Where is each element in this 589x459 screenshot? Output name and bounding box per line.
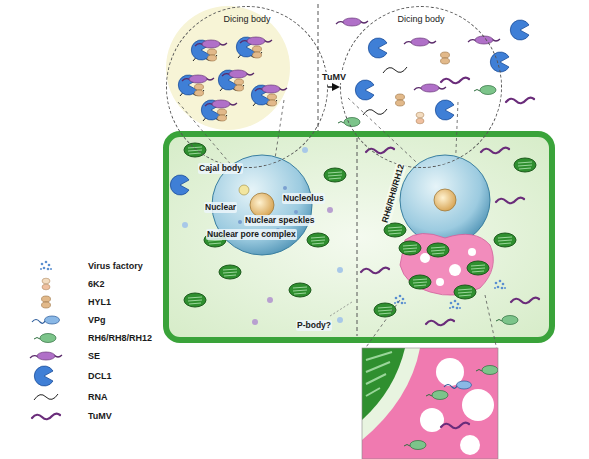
arrow-shaft — [328, 86, 332, 87]
legend-text: DCL1 — [88, 370, 112, 382]
organelle-label: Nuclear — [204, 202, 237, 213]
legend-text: SE — [88, 350, 100, 362]
legend-text: TuMV — [88, 410, 112, 422]
legend-text: VPg — [88, 314, 106, 326]
legend-text: 6K2 — [88, 278, 105, 290]
dicing-body-circle: Dicing body — [340, 6, 502, 168]
legend-text: HYL1 — [88, 296, 111, 308]
arrow-head — [332, 83, 340, 91]
process-arrow — [328, 83, 340, 91]
legend-text: RNA — [88, 391, 108, 403]
dicing-body-circle: Dicing body — [166, 6, 328, 168]
circle-title: Dicing body — [341, 14, 501, 24]
organelle-label: P-body? — [296, 320, 332, 331]
organelle-label: Cajal body — [198, 163, 243, 174]
organelle-label: Nuclear speckles — [244, 215, 315, 226]
arrow-label: TuMV — [320, 72, 348, 83]
organelle-label: Nucleolus — [282, 193, 325, 204]
legend-text: RH6/RH8/RH12 — [88, 332, 152, 344]
circle-title: Dicing body — [167, 14, 327, 24]
organelle-label: Nuclear pore complex — [206, 229, 297, 240]
legend-text: Virus factory — [88, 260, 143, 272]
